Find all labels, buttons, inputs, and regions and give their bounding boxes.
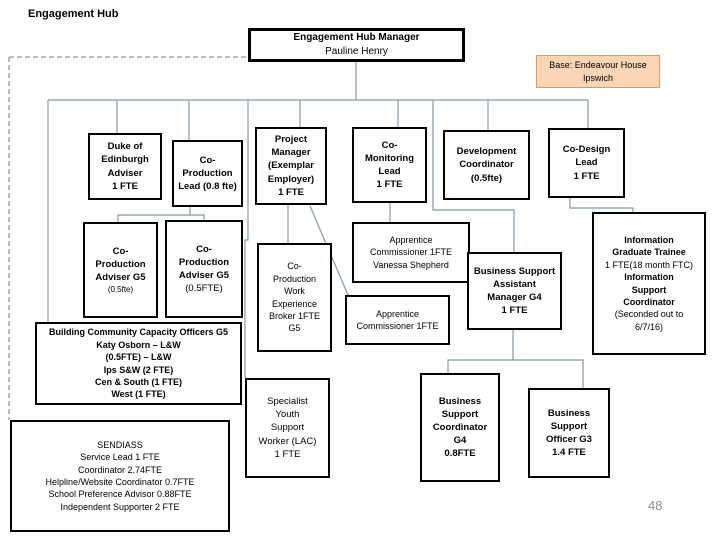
node-text: Project Manager (Exemplar Employer) 1 FT…: [267, 134, 315, 198]
node-text: Information Support Coordinator: [623, 272, 675, 307]
slide-title: Engagement Hub: [28, 8, 119, 20]
node-text: Business Support Coordinator G4 0.8FTE: [432, 395, 488, 460]
node-business-support-officer: Business Support Officer G3 1.4 FTE: [528, 388, 610, 478]
node-project-manager: Project Manager (Exemplar Employer) 1 FT…: [255, 127, 327, 205]
connector-codesign-to-info: [569, 198, 634, 212]
node-business-support-assistant-manager: Business Support Assistant Manager G4 1 …: [467, 252, 562, 330]
node-text: Apprentice Commissioner 1FTE: [356, 308, 439, 331]
base-location-text: Base: Endeavour House Ipswich: [549, 60, 647, 83]
page-number: 48: [648, 498, 663, 513]
node-text: Information Graduate Trainee: [612, 234, 686, 258]
node-engagement-hub-manager: Engagement Hub Manager Pauline Henry: [248, 28, 465, 62]
node-text: Duke of Edinburgh Adviser 1 FTE: [101, 141, 149, 192]
node-text: Co- Production Lead (0.8 fte): [178, 154, 237, 193]
node-subtext: (0.5fte): [107, 285, 134, 295]
connector-elbow-bsam: [432, 100, 515, 252]
node-subtext: (0.5FTE): [185, 283, 223, 295]
node-business-support-coordinator: Business Support Coordinator G4 0.8FTE: [420, 373, 500, 482]
node-text: Co- Production Adviser G5: [95, 245, 146, 284]
node-apprentice-commissioner-vanessa: Apprentice Commissioner 1FTE Vanessa She…: [352, 222, 470, 283]
connector-bsam-bracket: [447, 330, 584, 388]
node-text: Business Support Assistant Manager G4 1 …: [473, 265, 556, 317]
node-coproduction-lead: Co- Production Lead (0.8 fte): [172, 140, 243, 207]
node-text: SENDIASS Service Lead 1 FTE Coordinator …: [45, 439, 195, 512]
node-development-coordinator: Development Coordinator (0.5fte): [443, 130, 530, 200]
node-text: Co- Monitoring Lead 1 FTE: [364, 139, 415, 191]
node-specialist-youth-support-worker: Specialist Youth Support Worker (LAC) 1 …: [245, 378, 330, 478]
node-text: Development Coordinator (0.5fte): [456, 146, 517, 184]
node-coproduction-adviser-g5-1: Co- Production Adviser G5 (0.5fte): [83, 222, 158, 318]
node-text: Business Support Officer G3 1.4 FTE: [546, 407, 592, 459]
node-duke-of-edinburgh-adviser: Duke of Edinburgh Adviser 1 FTE: [88, 133, 162, 200]
manager-role: Engagement Hub Manager: [293, 32, 420, 44]
node-text: Building Community Capacity Officers G5 …: [48, 327, 229, 400]
node-text: Co- Production Adviser G5: [178, 243, 230, 281]
connector-long-drop-specialist: [244, 100, 249, 378]
node-sendiass: SENDIASS Service Lead 1 FTE Coordinator …: [10, 420, 230, 532]
node-text: (Seconded out to 6/7/16): [614, 309, 684, 332]
node-apprentice-commissioner: Apprentice Commissioner 1FTE: [345, 295, 450, 345]
node-work-experience-broker: Co- Production Work Experience Broker 1F…: [257, 243, 332, 352]
node-text: 1 FTE(18 month FTC): [604, 259, 694, 270]
connector-coprod-lead-bracket: [117, 207, 205, 222]
node-building-community-capacity: Building Community Capacity Officers G5 …: [35, 322, 242, 405]
node-text: Co- Production Work Experience Broker 1F…: [268, 261, 320, 334]
node-text: Apprentice Commissioner 1FTE Vanessa She…: [369, 234, 452, 270]
node-information-team: Information Graduate Trainee 1 FTE(18 mo…: [592, 212, 706, 355]
node-co-monitoring-lead: Co- Monitoring Lead 1 FTE: [352, 127, 427, 203]
base-location-callout: Base: Endeavour House Ipswich: [536, 55, 660, 88]
node-coproduction-adviser-g5-2: Co- Production Adviser G5 (0.5FTE): [165, 220, 243, 318]
node-text: Co-Design Lead 1 FTE: [562, 144, 611, 182]
node-text: Specialist Youth Support Worker (LAC) 1 …: [258, 396, 317, 460]
manager-name: Pauline Henry: [325, 46, 388, 57]
node-co-design-lead: Co-Design Lead 1 FTE: [548, 128, 625, 198]
